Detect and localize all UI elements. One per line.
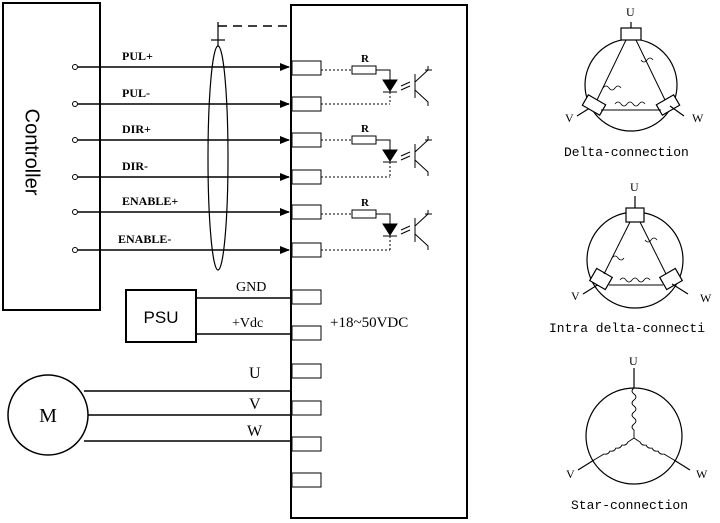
- driver-terminals: [291, 60, 322, 488]
- delta-u-label: U: [626, 5, 635, 19]
- optocoupler-1: R: [321, 53, 432, 106]
- signal-line-enable-plus: ENABLE+: [72, 194, 290, 216]
- intra-delta-u-label: U: [630, 180, 639, 194]
- motor-label: M: [39, 405, 57, 427]
- delta-w-label: W: [692, 111, 704, 125]
- shield-ellipse: [207, 45, 229, 271]
- intra-delta-v-label: V: [571, 289, 580, 303]
- signal-label: DIR-: [122, 159, 148, 173]
- supply-voltage-label: +18~50VDC: [330, 315, 408, 331]
- signal-line-pul-plus: PUL+: [72, 49, 290, 71]
- signal-line-enable-minus: ENABLE-: [72, 232, 290, 254]
- delta-connection-diagram: U V W Delta-connection: [564, 5, 704, 160]
- optocoupler-circuits: R R: [321, 53, 432, 251]
- star-caption: Star-connection: [571, 498, 688, 513]
- signal-label: ENABLE+: [122, 194, 178, 208]
- star-connection-diagram: U V W Star-connection: [566, 354, 708, 513]
- star-w-label: W: [696, 467, 708, 481]
- resistor-label: R: [361, 123, 370, 135]
- signal-label: PUL+: [122, 49, 153, 63]
- optocoupler-2: R: [321, 123, 432, 178]
- gnd-label: GND: [236, 280, 266, 295]
- vdc-label: +Vdc: [232, 316, 263, 331]
- signal-line-dir-minus: DIR-: [72, 159, 290, 181]
- phase-label-v: V: [249, 396, 261, 413]
- phase-label-w: W: [247, 423, 263, 440]
- intra-delta-connection-diagram: U V W Intra delta-connecti: [549, 180, 712, 336]
- intra-delta-w-label: W: [700, 291, 712, 305]
- phase-label-u: U: [249, 365, 261, 382]
- controller-box: Controller: [2, 2, 101, 311]
- delta-v-label: V: [565, 111, 574, 125]
- motor-block: M U V W: [7, 365, 292, 456]
- star-u-label: U: [629, 354, 638, 368]
- controller-label: Controller: [21, 109, 43, 196]
- intra-delta-caption: Intra delta-connecti: [549, 321, 705, 336]
- signal-label: PUL-: [122, 86, 150, 100]
- resistor-label: R: [361, 197, 370, 209]
- signal-line-dir-plus: DIR+: [72, 122, 290, 144]
- psu-block: PSU GND +Vdc: [125, 280, 292, 343]
- signal-label: DIR+: [122, 122, 151, 136]
- signal-line-pul-minus: PUL-: [72, 86, 290, 108]
- resistor-label: R: [361, 53, 370, 65]
- optocoupler-3: R: [321, 197, 432, 251]
- psu-label: PSU: [144, 308, 179, 327]
- delta-caption: Delta-connection: [564, 145, 689, 160]
- star-v-label: V: [566, 467, 575, 481]
- signal-label: ENABLE-: [118, 232, 171, 246]
- signal-lines: PUL+ PUL- DIR+ DIR- ENABLE+ ENABLE-: [72, 49, 290, 254]
- driver-box: [290, 4, 468, 519]
